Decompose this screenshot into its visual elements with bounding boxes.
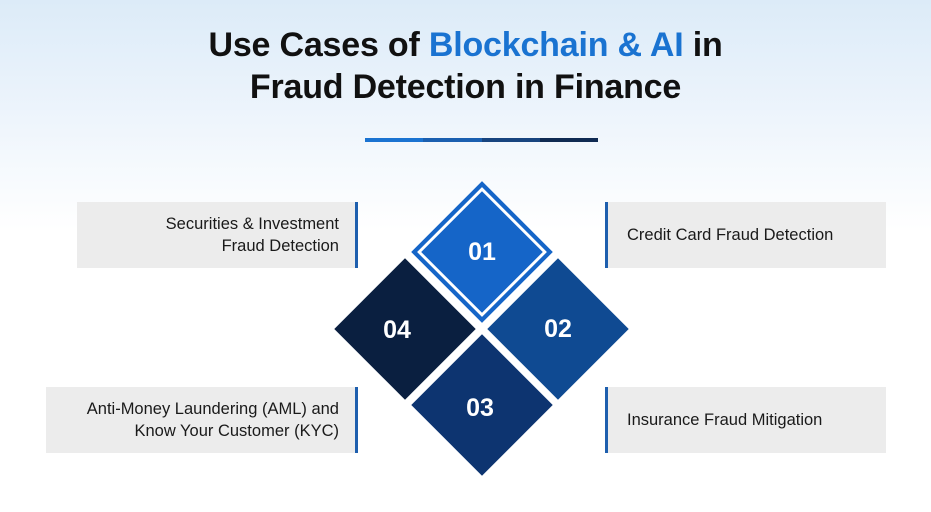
card-credit-card-fraud: Credit Card Fraud Detection bbox=[605, 202, 886, 268]
card-label: Credit Card Fraud Detection bbox=[627, 226, 834, 244]
card-label: Insurance Fraud Mitigation bbox=[627, 411, 823, 429]
title-line-2: Fraud Detection in Finance bbox=[249, 68, 682, 106]
divider-segment bbox=[539, 138, 598, 142]
number-02: 02 bbox=[544, 315, 572, 343]
number-03: 03 bbox=[466, 394, 494, 422]
divider-segment bbox=[423, 138, 482, 142]
title-divider bbox=[365, 138, 598, 142]
number-04: 04 bbox=[383, 316, 411, 344]
page-title: Use Cases of Blockchain & AI in Fraud De… bbox=[0, 24, 931, 108]
divider-segment bbox=[365, 138, 424, 142]
title-prefix: Use Cases of bbox=[208, 26, 429, 64]
title-suffix: in bbox=[683, 26, 723, 64]
card-securities-fraud: Securities & Investment Fraud Detection bbox=[77, 202, 358, 268]
title-line-1: Use Cases of Blockchain & AI in bbox=[0, 24, 931, 66]
card-label: Securities & Investment Fraud Detection bbox=[165, 215, 339, 255]
divider-segment bbox=[481, 138, 540, 142]
number-01: 01 bbox=[468, 238, 496, 266]
title-highlight: Blockchain & AI bbox=[428, 26, 684, 64]
card-insurance-fraud: Insurance Fraud Mitigation bbox=[605, 387, 886, 453]
card-label: Anti-Money Laundering (AML) and Know You… bbox=[86, 400, 339, 440]
card-aml-kyc: Anti-Money Laundering (AML) and Know You… bbox=[46, 387, 358, 453]
